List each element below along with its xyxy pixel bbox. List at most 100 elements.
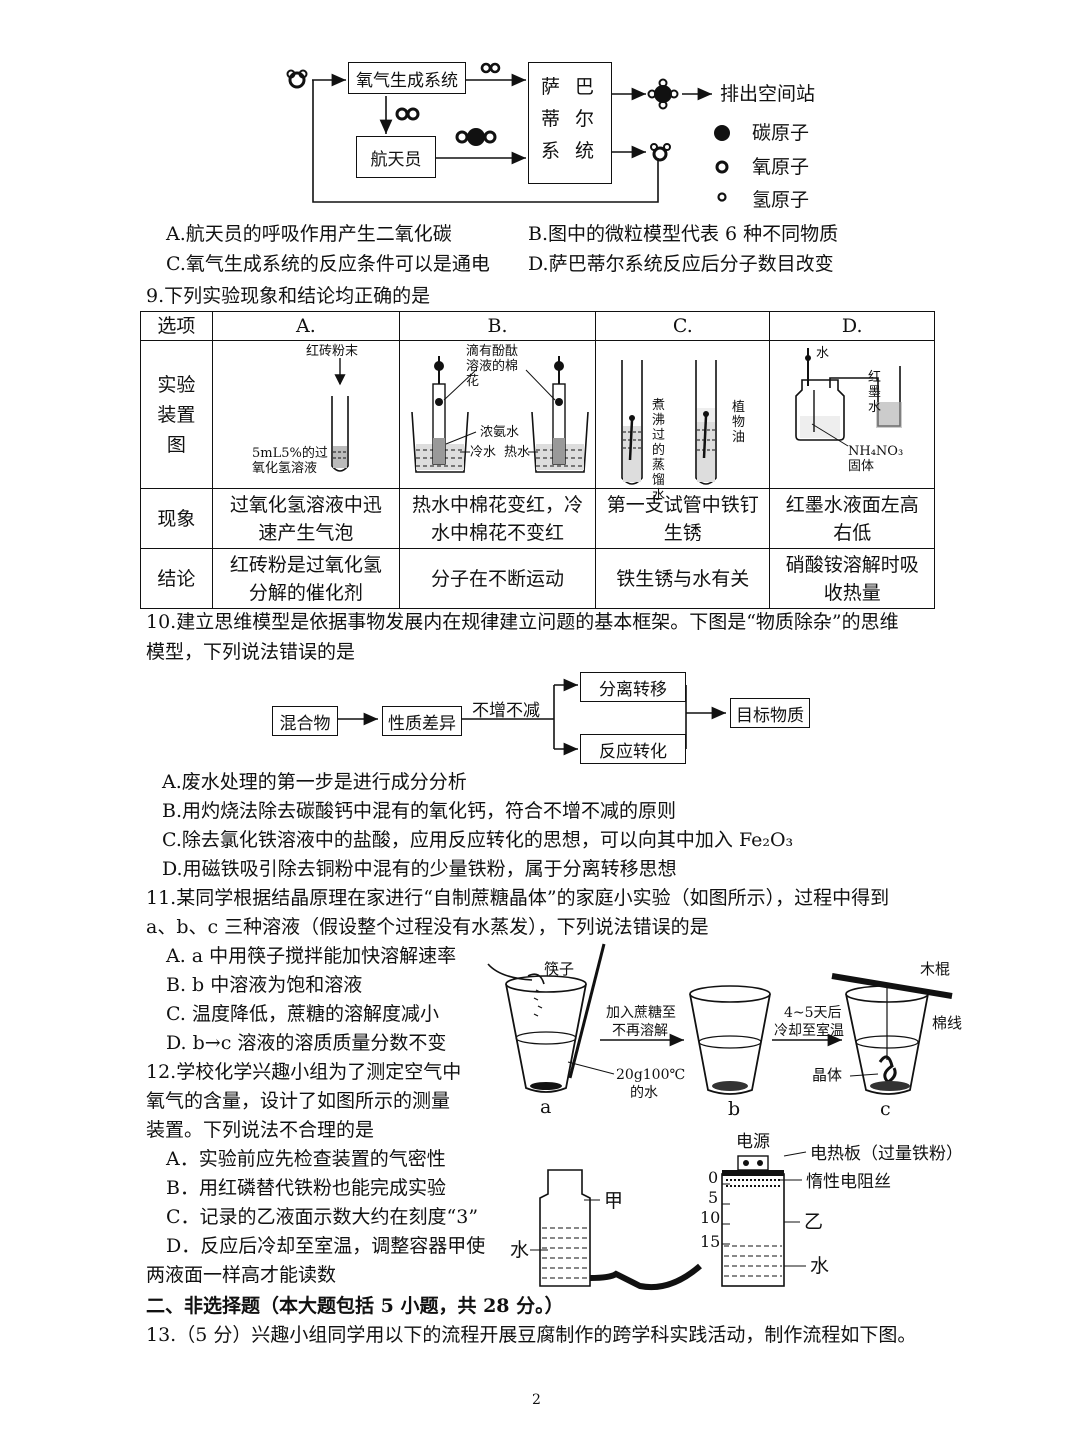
q12-water-right-label: 水 [810,1255,830,1277]
q12-option-b: B．用红磷替代铁粉也能完成实验 [166,1177,446,1199]
q12-figure [530,1151,807,1291]
q10-target-box: 目标物质 [730,698,810,728]
exhaust-label: 排出空间站 [720,83,816,105]
q9-phenomenon-b: 热水中棉花变红，冷水中棉花不变红 [398,488,597,549]
q11-step2-line2: 冷却至室温 [774,1023,844,1039]
q9-conclusion-c: 铁生锈与水有关 [595,548,771,609]
oxygen-molecule-icon [480,62,501,74]
cup-a [487,943,606,1093]
q10-stem-line1: 10.建立思维模型是依据事物发展内在规律建立问题的基本框架。下图是“物质除杂”的… [146,611,899,633]
q8-option-a: A.航天员的呼吸作用产生二氧化碳 [166,223,452,245]
container-jia [539,1169,591,1287]
legend-hydrogen: 氢原子 [752,189,810,211]
q11-water-line2: 的水 [630,1085,658,1101]
test-tube-a [331,358,349,472]
q8-option-c: C.氧气生成系统的反应条件可以是通电 [166,253,490,275]
q11-option-a: A. a 中用筷子搅拌能加快溶解速率 [166,945,457,967]
q10-react-box: 反应转化 [580,734,686,764]
q9-phenomenon-c: 第一支试管中铁钉生锈 [595,488,771,549]
q11-step1-line1: 加入蔗糖至 [606,1005,676,1021]
q10-option-a: A.废水处理的第一步是进行成分分析 [162,771,467,793]
q8-option-d: D.萨巴蒂尔系统反应后分子数目改变 [528,253,834,275]
water-molecule-icon [286,69,308,89]
q12-scale-10: 10 [700,1208,721,1227]
q11-step2-line1: 4~5天后 [784,1005,842,1021]
q9-c-label-right: 植物油 [732,400,746,445]
q9-header-option: 选项 [140,311,213,341]
beaker-hot [531,356,589,473]
q11-water-line1: 20g100℃ [616,1067,686,1083]
q12-option-a: A．实验前应先检查装置的气密性 [166,1148,446,1170]
q12-stem-line3: 装置。下列说法不合理的是 [146,1119,375,1141]
q11-crystal-label: 晶体 [812,1066,843,1084]
sabatier-system-box: 萨 巴 蒂 尔 系 统 [528,62,612,184]
q12-stem-line1: 12.学校化学兴趣小组为了测定空气中 [146,1061,462,1083]
q9-d-label-ink: 红墨水 [868,370,882,415]
q12-power-label: 电源 [736,1132,770,1152]
legend-carbon: 碳原子 [752,122,810,144]
q10-stem-line2: 模型，下列说法错误的是 [146,641,356,663]
test-tube-c2 [695,360,717,485]
q9-d-label-solid: NH₄NO₃固体 [848,444,904,474]
q9-conclusion-a: 红砖粉是过氧化氢分解的催化剂 [211,548,401,609]
q11-cup-a-label: a [540,1096,552,1118]
q12-water-left-label: 水 [510,1239,530,1261]
q9-stem: 9.下列实验现象和结论均正确的是 [146,285,431,307]
beaker-cold [411,356,469,473]
q10-mixture-box: 混合物 [272,706,338,736]
q11-stick-label: 木棍 [920,960,951,978]
q11-thread-label: 棉线 [932,1014,963,1032]
q12-option-d-cont: 两液面一样高才能读数 [146,1264,337,1286]
q11-figure [487,943,953,1095]
q12-wire-label: 惰性电阻丝 [806,1172,891,1192]
hydrogen-atom-icon [717,192,727,202]
q9-conclusion-b: 分子在不断运动 [398,548,597,609]
legend-oxygen: 氧原子 [752,156,810,178]
q9-phenomenon-d: 红墨水液面左高右低 [769,488,935,549]
q12-yi-label: 乙 [804,1211,824,1233]
q12-jia-label: 甲 [604,1190,624,1212]
q9-d-label-water: 水 [816,346,830,361]
q11-option-b: B. b 中溶液为饱和溶液 [166,974,363,996]
q9-b-label-hot: 热水 [504,445,531,460]
co2-molecule-icon [455,128,497,146]
q10-option-b: B.用灼烧法除去碳酸钙中混有的氧化钙，符合不增不减的原则 [162,800,677,822]
astronaut-box: 航天员 [356,136,436,178]
q12-stem-line2: 氧气的含量，设计了如图所示的测量 [146,1090,451,1112]
page-number: 2 [532,1392,541,1408]
q9-a-label-bottom: 5mL5%的过氧化氢溶液 [252,446,328,476]
q12-scale-0: 0 [708,1168,719,1187]
q11-option-c: C. 温度降低，蔗糖的溶解度减小 [166,1003,439,1025]
cup-c [831,973,953,1095]
test-tube-c1 [621,360,643,485]
q8-option-b: B.图中的微粒模型代表 6 种不同物质 [528,223,839,245]
q12-scale-5: 5 [708,1188,719,1207]
q12-option-d: D．反应后冷却至室温，调整容器甲使 [166,1235,486,1257]
q9-apparatus-d [769,340,935,489]
methane-molecule-icon [647,78,679,110]
q9-b-label-cold: 冷水 [470,445,497,460]
q10-difference-box: 性质差异 [382,706,462,736]
container-yi [721,1155,785,1287]
q9-table: 选项 A. B. C. D. 实验装置图 现象 过氧化氢溶液中迅速产生气泡 热水… [140,311,935,609]
q9-apparatus-svg [331,348,902,485]
section2-heading: 二、非选择题（本大题包括 5 小题，共 28 分。） [146,1295,564,1317]
water-molecule-icon-2 [650,143,671,162]
q13-stem: 13.（5 分）兴趣小组同学用以下的流程开展豆腐制作的跨学科实践活动，制作流程如… [146,1324,917,1346]
q10-option-d: D.用磁铁吸引除去铜粉中混有的少量铁粉，属于分离转移思想 [162,858,677,880]
q9-conclusion-d: 硝酸铵溶解时吸收热量 [769,548,935,609]
q11-chopsticks-label: 筷子 [544,960,575,978]
q9-row-label-conclusion: 结论 [140,548,213,609]
cup-b [689,985,771,1095]
q11-cup-c-label: c [880,1098,891,1120]
q9-row-label-phenomenon: 现象 [140,488,213,549]
q9-a-label-top: 红砖粉末 [306,344,359,359]
q9-apparatus-a [211,340,401,489]
q9-b-label-top: 滴有酚酞溶液的棉花 [466,344,519,389]
carbon-atom-icon [714,125,730,141]
q9-header-a: A. [211,311,401,341]
q11-cup-b-label: b [728,1098,741,1120]
q9-header-c: C. [595,311,771,341]
oxygen-generation-system-box: 氧气生成系统 [348,62,466,94]
